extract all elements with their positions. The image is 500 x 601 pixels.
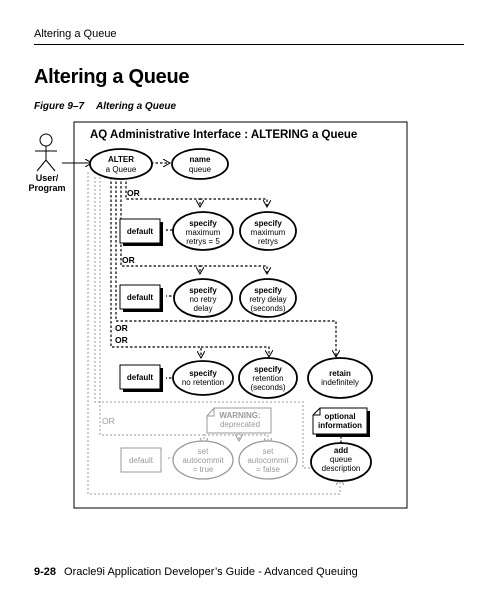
node-text: add — [334, 446, 348, 455]
node-text: retain — [329, 369, 351, 378]
node-text: set — [263, 447, 274, 456]
node-text: delay — [193, 304, 212, 313]
node-text: (seconds) — [250, 304, 285, 313]
default-boxes — [119, 218, 163, 473]
warning-label: WARNING: — [219, 411, 260, 420]
no-retry-delay-node — [173, 278, 233, 318]
default-label: default — [127, 293, 154, 302]
name-queue-label-sub: queue — [189, 165, 212, 174]
figure-number: Figure 9–7 — [34, 101, 85, 112]
node-text: retrys = 5 — [186, 237, 220, 246]
autocommit-true-node — [172, 440, 234, 480]
retention-node — [238, 357, 298, 399]
default-label: default — [127, 373, 154, 382]
autocommit-false-node — [238, 440, 298, 480]
node-text: maximum — [251, 228, 286, 237]
node-text: no retry — [189, 295, 216, 304]
deprecated-labels: WARNING: deprecated set autocommit = tru… — [182, 411, 289, 474]
actor-icon — [35, 133, 57, 172]
node-text: specify — [254, 219, 282, 228]
page-number: 9-28 — [34, 566, 57, 578]
optional-info-label: information — [318, 421, 362, 430]
deprecated-ellipses — [172, 440, 298, 480]
page-title: Altering a Queue — [34, 66, 190, 88]
node-text: retention — [252, 374, 283, 383]
node-text: = true — [193, 465, 214, 474]
warning-label: deprecated — [220, 420, 260, 429]
actor-label-line1: User/ — [36, 173, 59, 183]
or-label: OR — [115, 323, 128, 333]
no-retention-node — [172, 360, 234, 396]
node-text: specify — [189, 286, 217, 295]
deprecated-connectors — [87, 172, 340, 495]
alter-label: ALTER — [108, 155, 134, 164]
retry-delay-node — [239, 278, 297, 318]
node-text: = false — [256, 465, 280, 474]
node-text: specify — [254, 365, 282, 374]
default-label-deprecated: default — [129, 456, 154, 465]
name-queue-label: name — [190, 155, 211, 164]
node-text: specify — [189, 219, 217, 228]
default-max-retries-node — [172, 211, 234, 251]
or-label: OR — [127, 188, 140, 198]
node-text: autocommit — [247, 456, 289, 465]
node-text: specify — [189, 369, 217, 378]
or-label: OR — [115, 335, 128, 345]
actor-label-line2: Program — [28, 183, 65, 193]
alter-queue-node — [89, 148, 153, 180]
node-text: (seconds) — [250, 383, 285, 392]
running-head: Altering a Queue — [34, 28, 117, 40]
header-rule — [34, 44, 464, 45]
book-title: Oracle9i Application Developer’s Guide -… — [64, 566, 358, 578]
node-text: retry delay — [249, 295, 286, 304]
max-retries-node — [239, 211, 297, 251]
warning-note — [206, 407, 272, 434]
node-text: queue — [330, 455, 353, 464]
figure-caption-text: Altering a Queue — [96, 101, 177, 112]
node-text: indefinitely — [321, 378, 359, 387]
figure-caption: Figure 9–7 Altering a Queue — [34, 101, 176, 112]
diagram-title: AQ Administrative Interface : ALTERING a… — [90, 129, 357, 141]
node-text: autocommit — [182, 456, 224, 465]
node-text: retrys — [258, 237, 278, 246]
node-text: set — [198, 447, 209, 456]
node-text: description — [322, 464, 361, 473]
diagram-frame — [73, 121, 408, 509]
or-label-deprecated: OR — [102, 416, 115, 426]
ellipses — [89, 148, 373, 482]
node-labels: ALTER a Queue name queue specify maximum… — [106, 155, 362, 473]
retain-indefinitely-node — [307, 357, 373, 399]
name-queue-node — [171, 148, 229, 180]
node-text: no retention — [182, 378, 224, 387]
alter-label-sub: a Queue — [106, 165, 137, 174]
or-label: OR — [122, 255, 135, 265]
optional-info-note — [312, 407, 370, 437]
node-text: specify — [254, 286, 282, 295]
node-text: maximum — [186, 228, 221, 237]
page-footer: 9-28 Oracle9i Application Developer’s Gui… — [34, 566, 358, 578]
optional-info-label: optional — [324, 412, 355, 421]
default-label: default — [127, 227, 154, 236]
queue-description-node — [310, 442, 372, 482]
